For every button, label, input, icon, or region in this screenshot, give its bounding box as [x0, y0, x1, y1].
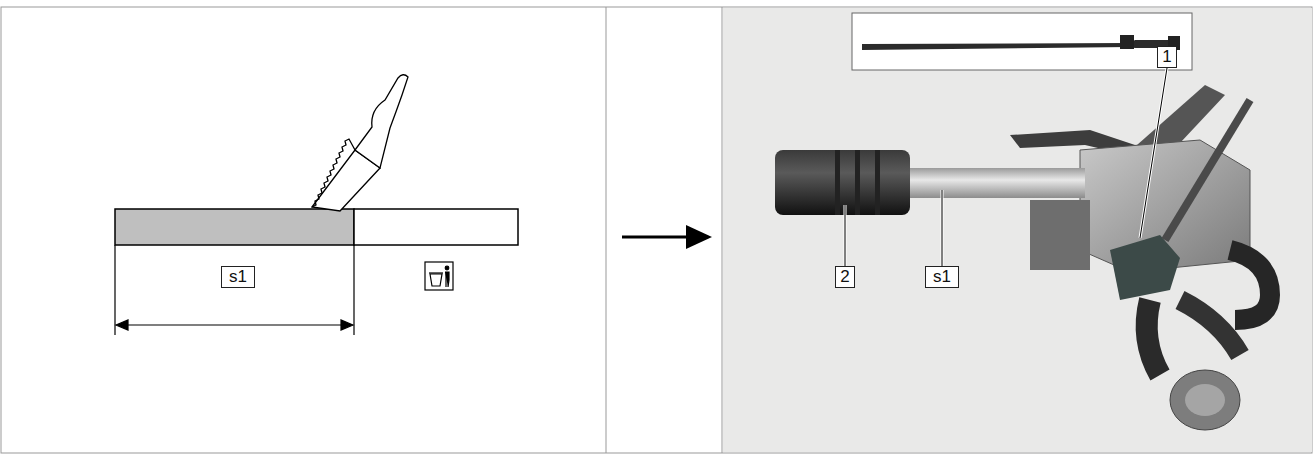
heater-assembly-photo — [775, 85, 1270, 430]
saw-symbol — [312, 75, 408, 211]
callout-number: 2 — [835, 266, 855, 288]
dimension-line — [115, 245, 354, 335]
callout-number: 1 — [1157, 46, 1177, 68]
arrow — [622, 225, 712, 249]
waste-symbol — [425, 262, 453, 290]
frame — [1, 7, 1312, 453]
kept-bar — [115, 209, 354, 245]
callout-number: s1 — [221, 266, 255, 288]
leader-line — [845, 68, 1167, 266]
inset — [852, 13, 1192, 70]
cable-tie-photo — [862, 35, 1180, 50]
callout-number: s1 — [925, 266, 959, 288]
waste-bar — [354, 209, 518, 245]
photo-background — [723, 8, 1312, 452]
